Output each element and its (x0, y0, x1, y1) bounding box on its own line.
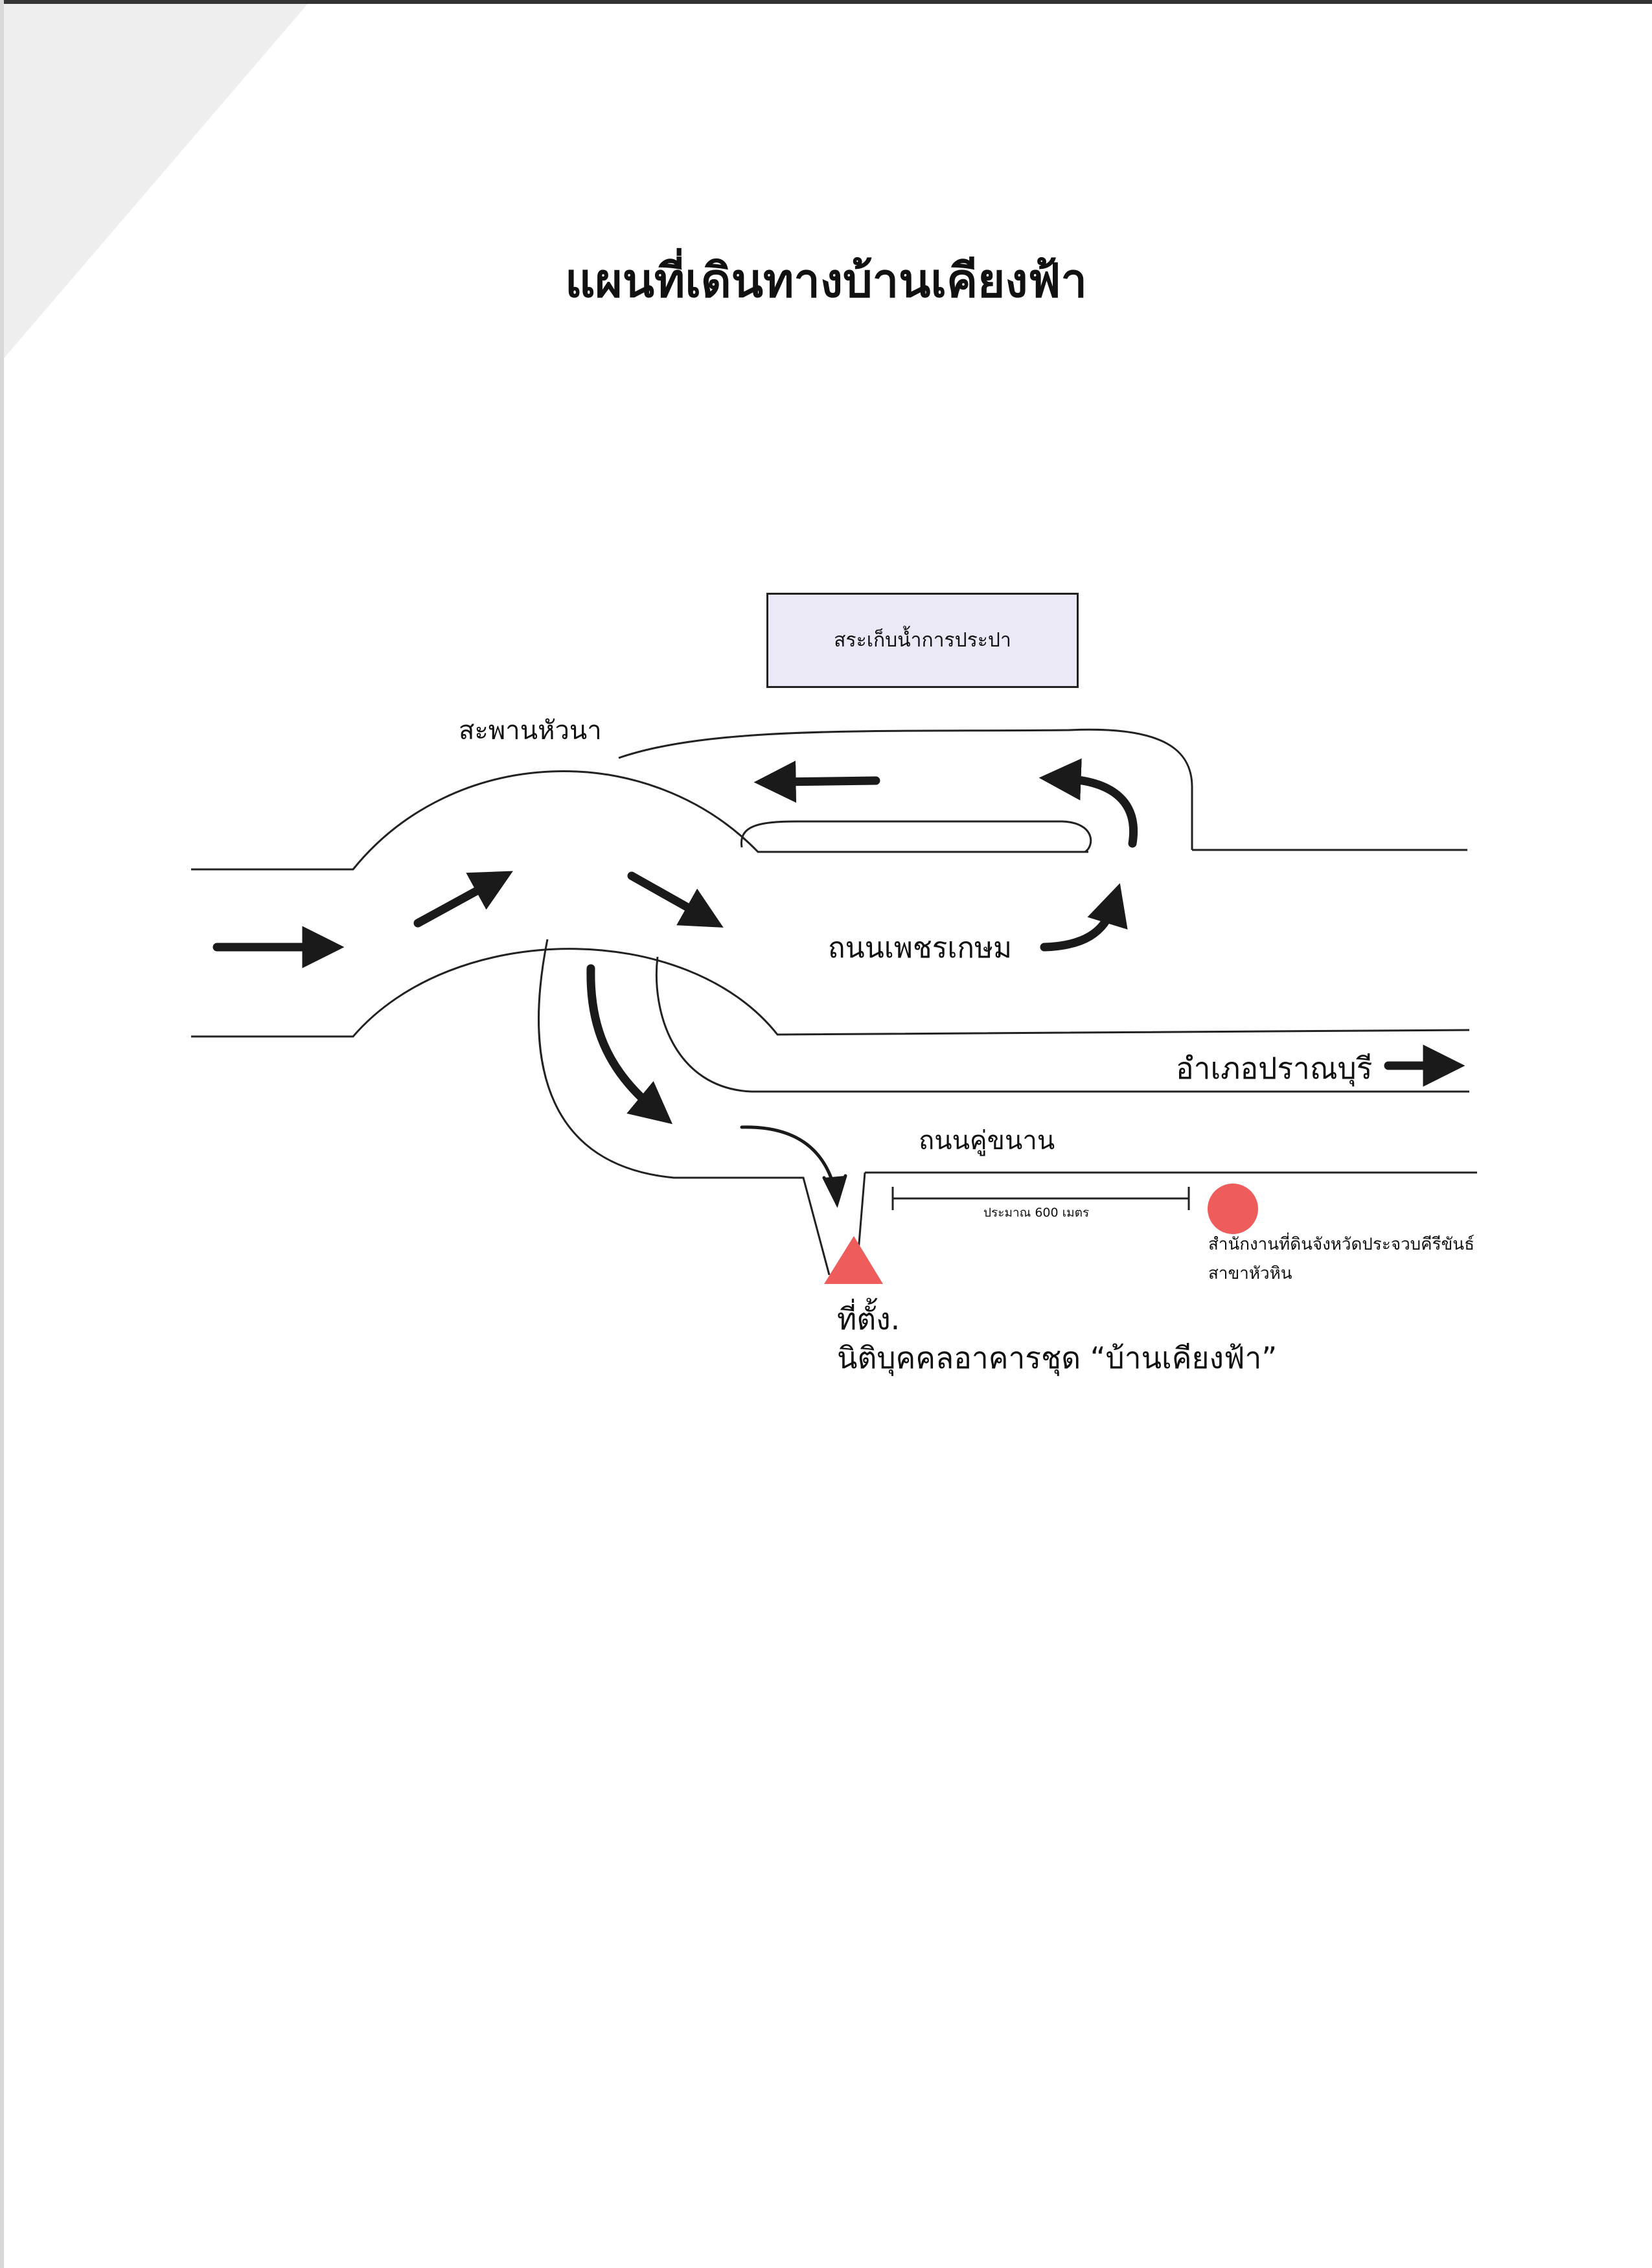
arrow-up-bridge (413, 871, 513, 928)
exit-ramp-outer (538, 939, 831, 1276)
arrow-exit-ramp (586, 964, 673, 1125)
petchkasem-road-label: ถนนเพชรเกษม (828, 932, 1013, 965)
frontage-arrow (740, 1125, 847, 1208)
arrow-frontage-turn (740, 1125, 838, 1195)
location-label-line2: นิติบุคคลอาคารชุด “บ้านเคียงฟ้า” (837, 1340, 1278, 1375)
road-lines (191, 728, 1477, 1276)
arrow-uturn-up (1040, 883, 1128, 952)
reservoir-box: สระเก็บน้ำการประปา (766, 593, 1079, 688)
scan-page-corner (0, 0, 311, 363)
arrow-uturn-curve (1038, 758, 1138, 848)
scan-left-edge (0, 0, 4, 2268)
distance-label: ประมาณ 600 เมตร (983, 1206, 1090, 1220)
arrow-down-bridge (627, 871, 724, 928)
frontage-road-label: ถนนคู่ขนาน (919, 1126, 1055, 1156)
land-office-circle-marker (1208, 1184, 1258, 1234)
road-lower-edge (191, 948, 1470, 1038)
land-office-label-line2: สาขาหัวหิน (1208, 1264, 1292, 1283)
arrow-westbound (753, 761, 880, 803)
pranburi-road-inner (655, 956, 1469, 1093)
uturn-inner-edge (740, 820, 1092, 853)
reservoir-label: สระเก็บน้ำการประปา (834, 629, 1011, 652)
road-upper-edge (191, 770, 1088, 871)
pranburi-direction-label: อำเภอปราณบุรี (1176, 1051, 1373, 1086)
bridge-label: สะพานหัวนา (459, 716, 602, 746)
uturn-outer-edge (618, 728, 1193, 850)
scan-top-edge (0, 0, 1652, 4)
location-triangle-marker (824, 1236, 883, 1284)
land-office-label-line1: สำนักงานที่ดินจังหวัดประจวบคีรีขันธ์ (1208, 1235, 1474, 1254)
map-title: แผนที่เดินทางบ้านเคียงฟ้า (565, 253, 1087, 308)
location-label-line1: ที่ตั้ง. (837, 1301, 901, 1336)
arrow-frontage-head (822, 1174, 847, 1208)
direction-arrows (212, 758, 1465, 1125)
distance-bracket (891, 1187, 1190, 1210)
